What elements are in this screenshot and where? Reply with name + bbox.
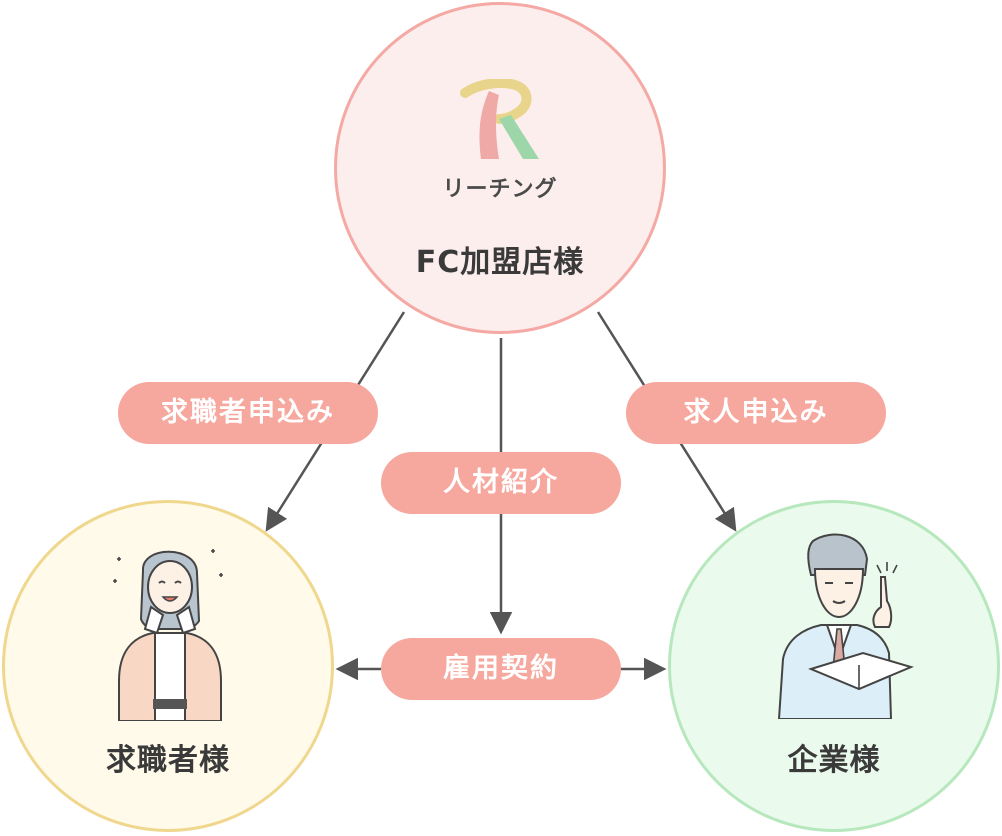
job-seeker-node: 求職者様	[2, 500, 334, 832]
franchise-node: リーチング FC加盟店様	[334, 2, 666, 334]
business-man-icon	[777, 533, 914, 719]
job-application-label: 求職者申込み	[118, 382, 378, 444]
staff-introduction-label: 人材紹介	[381, 452, 621, 514]
employment-contract-label: 雇用契約	[381, 638, 621, 700]
company-node: 企業様	[668, 500, 1000, 832]
brand-name: リーチング	[442, 177, 558, 202]
company-label: 企業様	[787, 743, 881, 778]
franchise-label: FC加盟店様	[415, 245, 585, 280]
happy-woman-icon	[113, 549, 223, 721]
job-posting-application-label: 求人申込み	[626, 382, 886, 444]
brand-logo-icon	[460, 79, 539, 159]
job-seeker-label: 求職者様	[106, 743, 230, 778]
